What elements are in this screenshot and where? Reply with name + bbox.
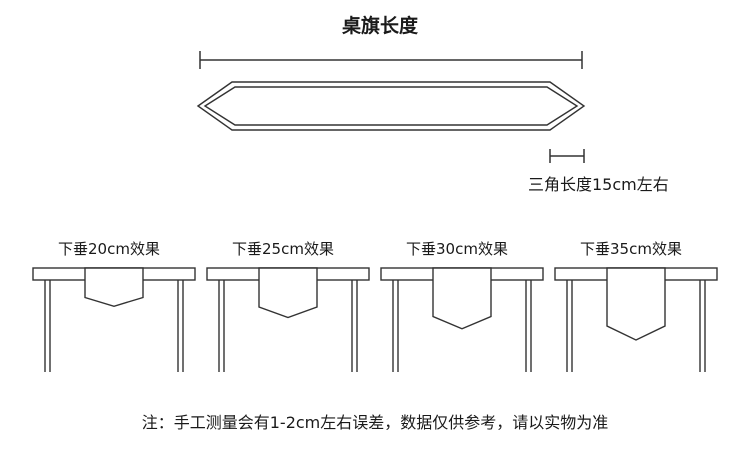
measurement-note: 注：手工测量会有1-2cm左右误差，数据仅供参考，请以实物为准	[141, 413, 609, 432]
table-illustrations	[32, 267, 718, 372]
runner-drop-35	[606, 267, 666, 341]
length-dimension-line	[199, 51, 583, 69]
runner-drop-20	[84, 267, 144, 307]
table-runner-top-view	[196, 81, 586, 131]
drop-label-25: 下垂25cm效果	[232, 240, 334, 258]
diagram-title: 桌旗长度	[341, 15, 418, 37]
drop-label-30: 下垂30cm效果	[406, 240, 508, 258]
drop-label-20: 下垂20cm效果	[58, 240, 160, 258]
triangle-dimension-line	[549, 149, 585, 163]
triangle-length-label: 三角长度15cm左右	[528, 175, 669, 194]
drop-label-35: 下垂35cm效果	[580, 240, 682, 258]
runner-drop-30	[432, 267, 492, 330]
runner-drop-25	[258, 267, 318, 319]
